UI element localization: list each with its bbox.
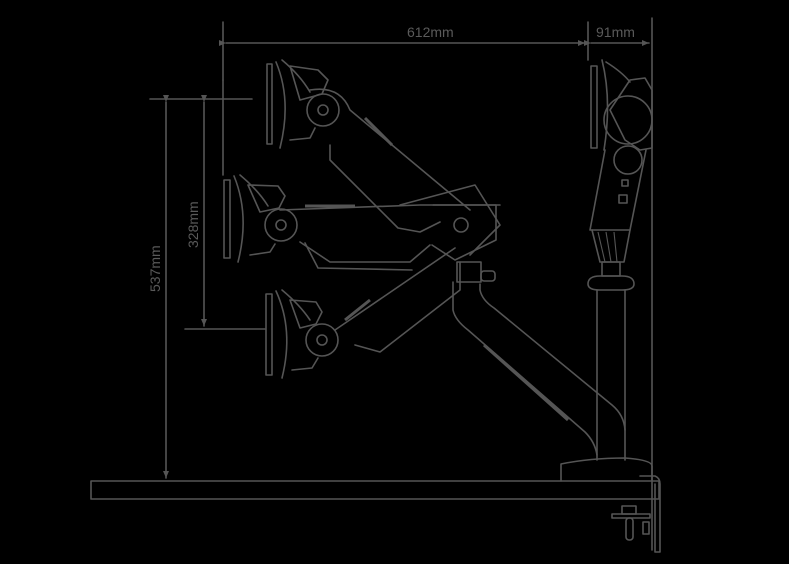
elbow-joint: [399, 184, 501, 261]
monitor-mount-middle: [223, 174, 286, 263]
arm-position-upper: [306, 88, 471, 233]
desk-clamp: [560, 457, 661, 553]
vertical-pole: [587, 275, 635, 461]
monitor-mount-lower: [265, 289, 323, 379]
dimension-537mm: 537mm: [147, 95, 253, 479]
arm-position-lower: [305, 247, 461, 357]
dimension-label-328: 328mm: [185, 201, 201, 248]
dimension-label-91: 91mm: [596, 24, 635, 40]
dimension-label-612: 612mm: [407, 24, 454, 40]
lower-arm: [452, 261, 626, 456]
arm-position-middle: [264, 204, 501, 271]
dimension-91mm: 91mm: [584, 17, 653, 551]
monitor-mount-upper: [266, 59, 329, 149]
dimension-label-537: 537mm: [147, 245, 163, 292]
dimension-612mm: 612mm: [219, 21, 589, 81]
desk-surface: [90, 480, 660, 500]
dimension-328mm: 328mm: [184, 79, 266, 330]
folded-arm-view: [589, 59, 653, 277]
